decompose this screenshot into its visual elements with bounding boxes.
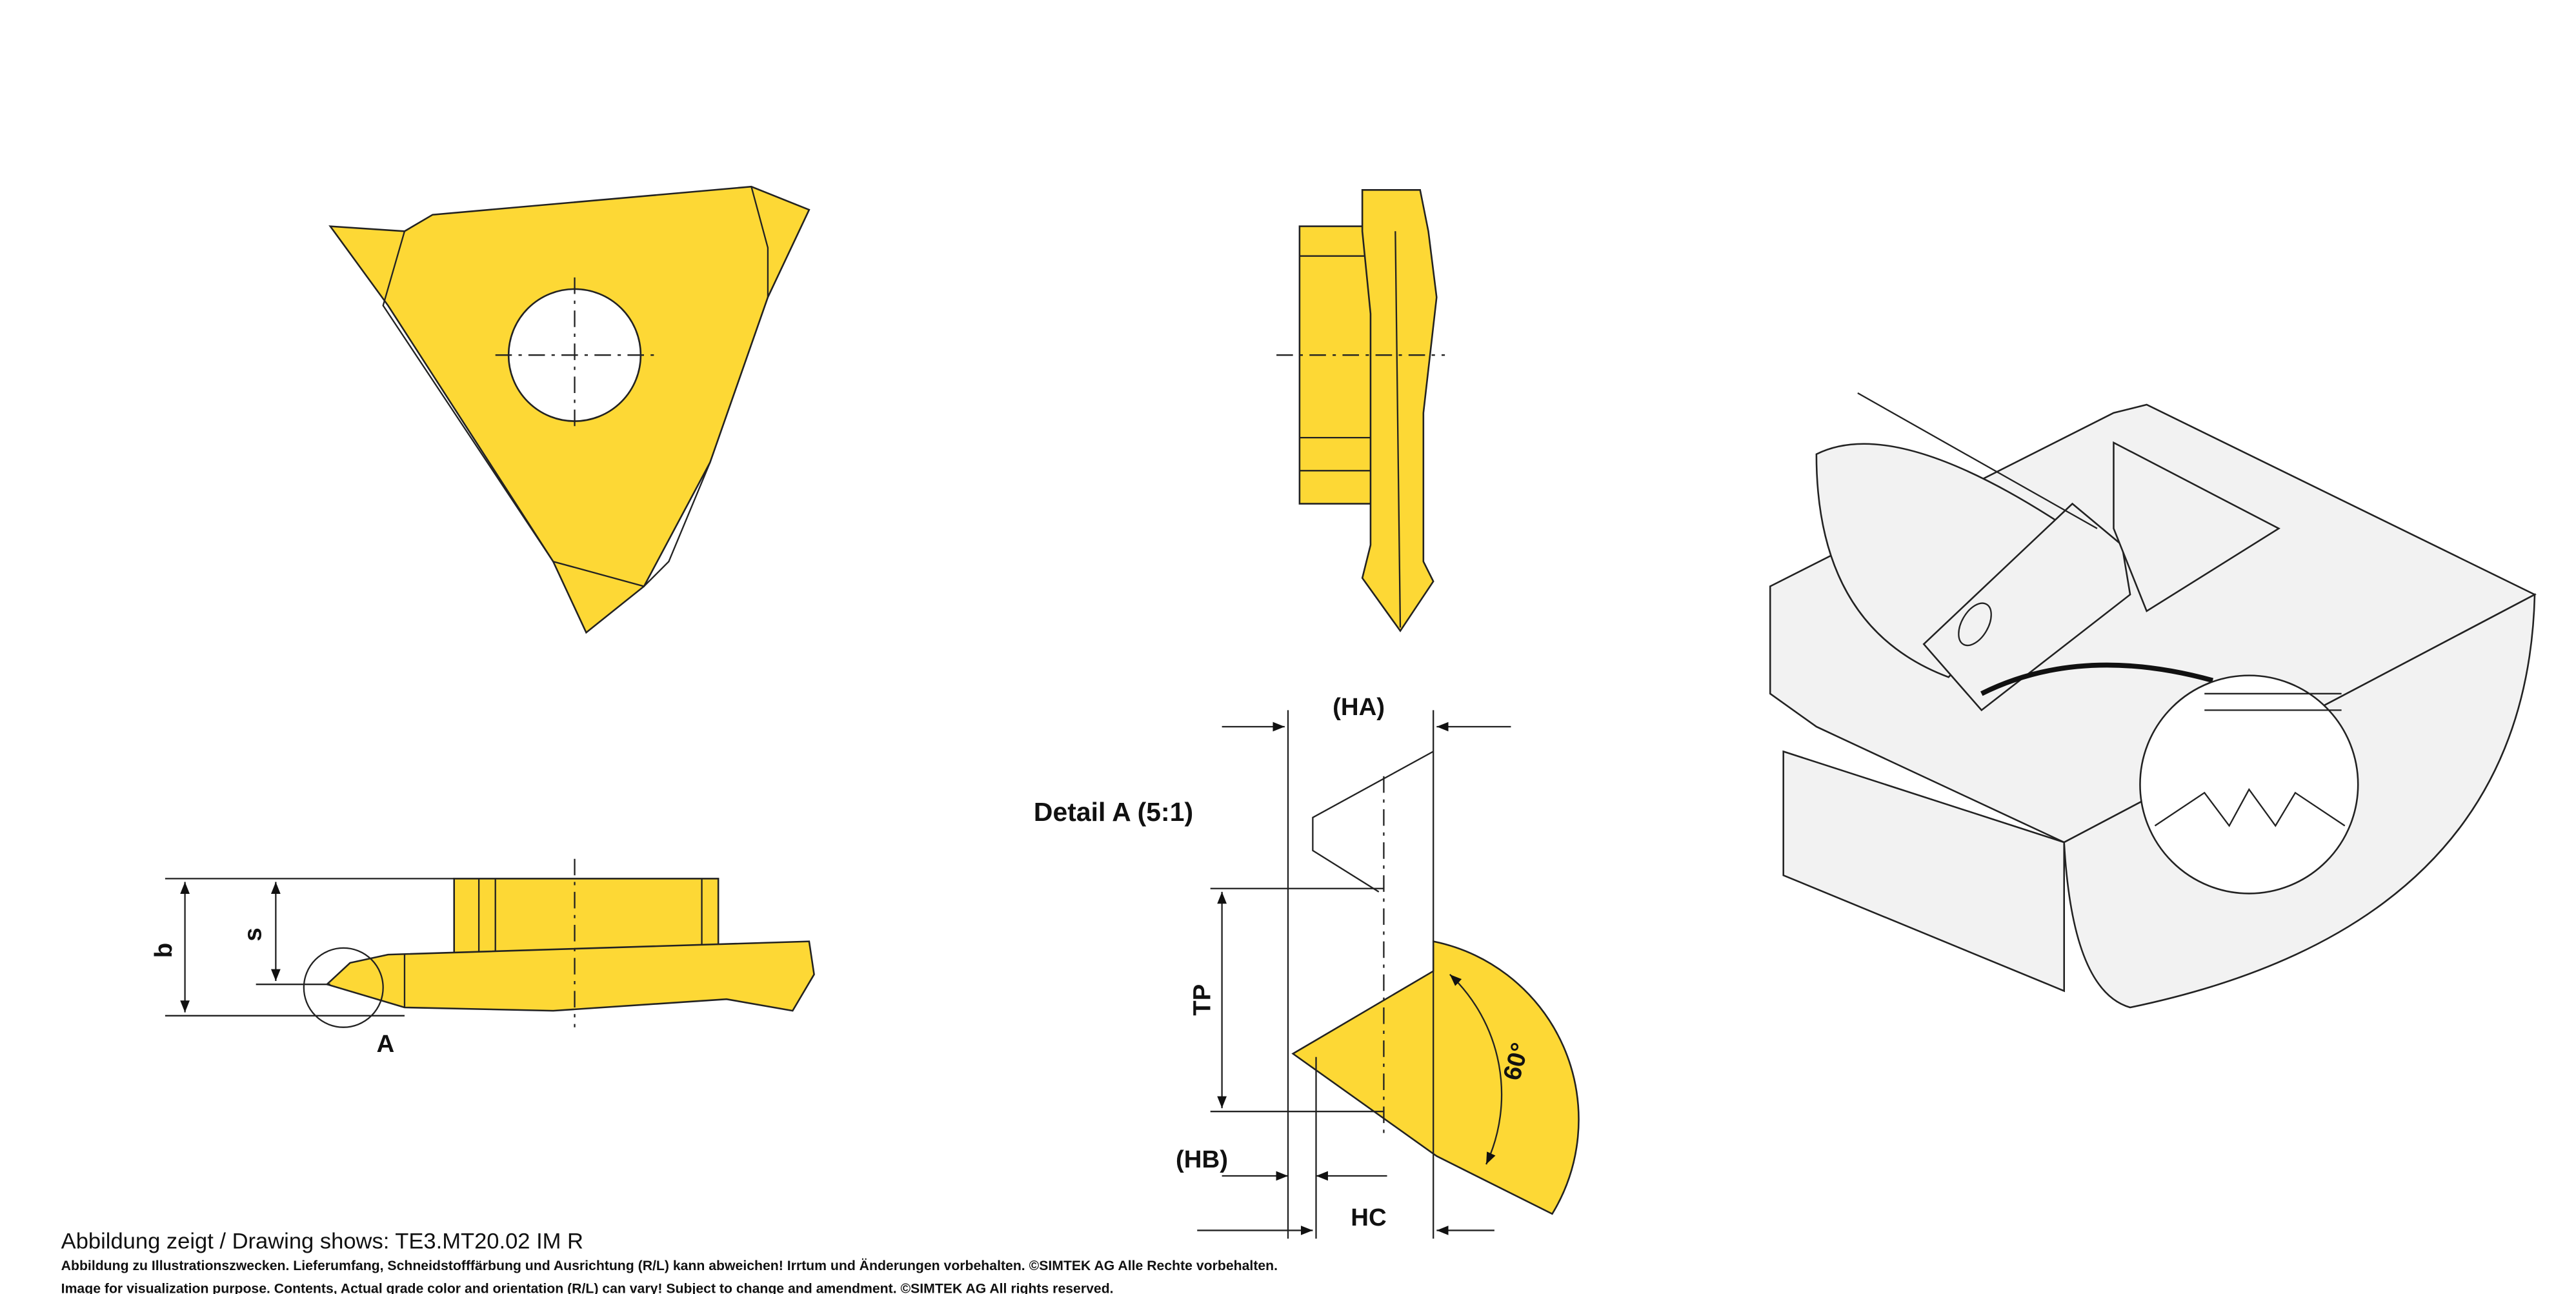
dim-b: b [150,943,177,958]
dim-ha: (HA) [1333,693,1385,721]
dim-hb: (HB) [1176,1146,1228,1173]
detail-a-drawing [1197,710,1580,1239]
application-illustration [1769,392,2537,1009]
insert-front-view [1276,189,1445,632]
detail-title: Detail A (5:1) [1034,797,1193,827]
detail-a-marker: A [376,1030,394,1058]
insert-side-view [165,858,815,1028]
caption-disclaimer-en: Image for visualization purpose. Content… [61,1282,1114,1294]
insert-top-view [328,185,810,634]
caption-disclaimer-de: Abbildung zu Illustrationszwecken. Liefe… [61,1258,1278,1273]
caption-drawing-shows: Abbildung zeigt / Drawing shows: TE3.MT2… [61,1229,583,1254]
dim-hc: HC [1351,1204,1386,1231]
dim-s: s [239,927,267,941]
dim-tp: TP [1189,984,1216,1016]
